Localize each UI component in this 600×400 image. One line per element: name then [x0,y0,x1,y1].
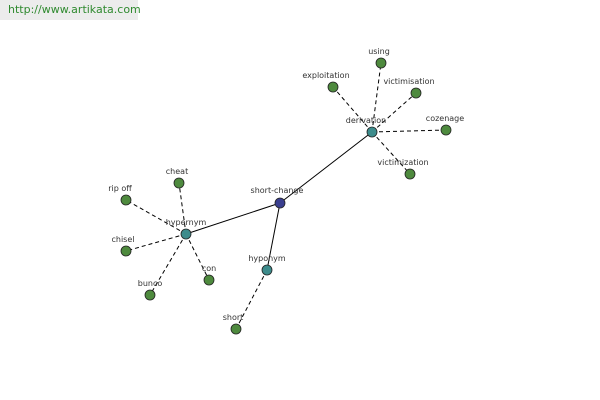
node-short-change[interactable] [274,197,286,209]
edge-short-change-hypernym [185,202,281,235]
node-label-rip-off: rip off [108,184,132,193]
node-label-victimisation: victimisation [383,77,434,86]
edge-hypernym-rip-off [125,199,187,235]
edge-derivation-victimisation [371,92,417,133]
node-short[interactable] [230,323,242,335]
node-chisel[interactable] [120,245,132,257]
node-derivation[interactable] [366,126,378,138]
graph-edges [125,62,447,330]
node-label-hypernym: hypernym [166,218,207,227]
edge-derivation-victimization [371,131,411,175]
node-cozenage[interactable] [440,124,452,136]
node-label-hyponym: hyponym [248,254,286,263]
node-label-victimization: victimization [377,158,428,167]
node-label-exploitation: exploitation [302,71,349,80]
node-hyponym[interactable] [261,264,273,276]
node-label-derivation: derivation [346,116,386,125]
node-label-short-change: short-change [251,186,304,195]
node-label-cozenage: cozenage [426,114,464,123]
node-label-short: short [223,313,244,322]
node-victimization[interactable] [404,168,416,180]
node-rip-off[interactable] [120,194,132,206]
node-label-bunco: bunco [138,279,163,288]
node-exploitation[interactable] [327,81,339,93]
node-victimisation[interactable] [410,87,422,99]
edge-hypernym-chisel [125,233,187,252]
node-label-using: using [368,47,390,56]
graph-labels: short-change derivation using exploitation v… [108,47,464,322]
edge-derivation-cozenage [371,129,447,133]
node-cheat[interactable] [173,177,185,189]
node-using[interactable] [375,57,387,69]
edge-derivation-exploitation [332,86,373,133]
node-label-chisel: chisel [111,235,134,244]
edge-derivation-using [371,62,382,133]
node-label-con: con [202,264,216,273]
node-label-cheat: cheat [166,167,188,176]
edge-short-change-hyponym [266,202,281,271]
edge-hypernym-cheat [178,182,187,235]
node-con[interactable] [203,274,215,286]
edge-hypernym-bunco [149,233,187,296]
node-hypernym[interactable] [180,228,192,240]
graph-nodes [120,57,452,335]
watermark: http://www.artikata.com [0,0,141,20]
edge-hypernym-con [185,233,210,281]
edge-short-change-derivation [279,131,373,204]
node-bunco[interactable] [144,289,156,301]
